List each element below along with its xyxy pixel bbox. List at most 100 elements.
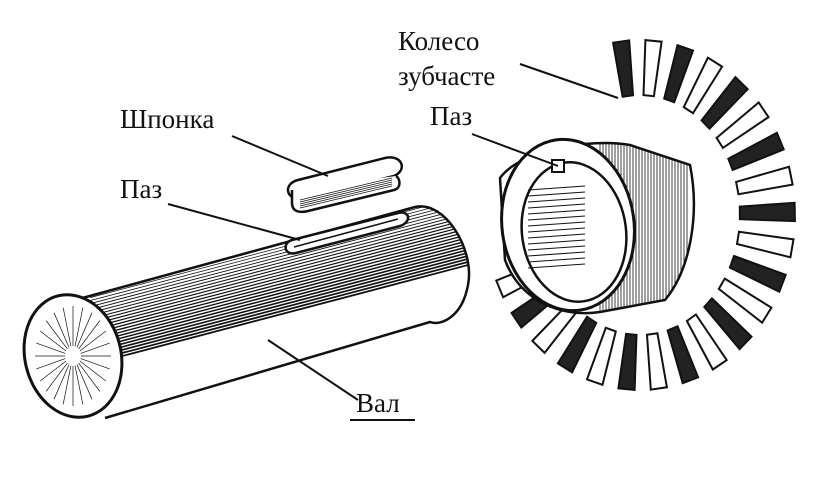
bore-hatch-line bbox=[527, 251, 586, 257]
gear-tooth bbox=[728, 254, 787, 294]
key-hatch-line bbox=[299, 185, 393, 209]
bevel-gear bbox=[494, 39, 796, 391]
end-face-ray bbox=[80, 342, 110, 354]
shaft-keyway-inner bbox=[293, 218, 399, 248]
key-hatch-line bbox=[299, 177, 393, 201]
shaft-hatch-line bbox=[89, 230, 470, 332]
end-face-ray bbox=[45, 362, 68, 392]
end-face-ray bbox=[78, 362, 101, 392]
gear-tooth bbox=[642, 39, 663, 98]
gear-tooth bbox=[611, 39, 635, 98]
key-shading bbox=[299, 177, 393, 209]
shaft bbox=[22, 205, 471, 420]
shaft-hatch-line bbox=[89, 251, 470, 354]
gear-bore-shading bbox=[527, 185, 586, 269]
gear-tooth bbox=[663, 43, 695, 104]
bore-hatch-line bbox=[527, 191, 586, 197]
shaft-end-face-texture bbox=[35, 306, 111, 406]
shaft-hatch-line bbox=[89, 257, 470, 360]
end-face-ray bbox=[39, 330, 67, 352]
shaft-hatch-line bbox=[89, 242, 470, 344]
shaft-hatch-line bbox=[89, 221, 470, 323]
bore-hatch-line bbox=[527, 197, 586, 203]
bore-hatch-line bbox=[527, 209, 586, 215]
label-gear-line2: зубчасте bbox=[398, 61, 496, 91]
bore-hatch-line bbox=[527, 239, 586, 245]
end-face-ray bbox=[76, 364, 93, 400]
gear-tooth bbox=[685, 313, 729, 371]
end-face-ray bbox=[62, 365, 72, 405]
key bbox=[286, 156, 404, 214]
bore-hatch-line bbox=[527, 185, 586, 191]
end-face-ray bbox=[79, 330, 107, 352]
leader-lines bbox=[167, 63, 619, 421]
shaft-hatch-line bbox=[89, 227, 470, 329]
shaft-hatch-line bbox=[89, 212, 470, 314]
bore-hatch-line bbox=[527, 227, 586, 233]
end-face-ray bbox=[53, 312, 70, 348]
gear-tooth bbox=[645, 332, 669, 391]
shaft-hatch-line bbox=[89, 260, 470, 363]
gear-tooth bbox=[738, 201, 796, 223]
end-face-ray bbox=[36, 358, 66, 370]
shaft-shading bbox=[89, 206, 470, 366]
end-face-ray bbox=[62, 307, 72, 347]
shaft-hatch-line bbox=[89, 263, 470, 366]
leader-shaft bbox=[267, 339, 359, 401]
shaft-body bbox=[74, 205, 471, 420]
bore-hatch-line bbox=[527, 245, 586, 251]
shaft-hatch-line bbox=[89, 224, 470, 326]
leader-gear bbox=[519, 63, 619, 99]
label-shaft: Вал bbox=[356, 388, 400, 418]
gear-tooth bbox=[585, 326, 617, 387]
gear-tooth bbox=[702, 296, 753, 351]
bore-hatch-line bbox=[527, 203, 586, 209]
bore-hatch-line bbox=[527, 263, 586, 269]
label-shaft-slot: Паз bbox=[120, 174, 163, 204]
shaft-hatch-line bbox=[89, 248, 470, 351]
gear-tooth bbox=[617, 332, 638, 391]
end-face-ray bbox=[78, 320, 101, 350]
key-hatch-line bbox=[299, 179, 393, 203]
shaft-hatch-line bbox=[89, 236, 470, 338]
shaft-hatch-line bbox=[89, 218, 470, 320]
shaft-end-face bbox=[22, 293, 124, 419]
bore-hatch-line bbox=[527, 233, 586, 239]
shaft-hatch-line bbox=[89, 209, 470, 311]
end-face-ray bbox=[76, 312, 93, 348]
end-face-ray bbox=[80, 358, 110, 370]
gear-tooth bbox=[715, 101, 770, 150]
key-hatch-line bbox=[299, 183, 393, 207]
end-face-ray bbox=[53, 364, 70, 400]
gear-tooth bbox=[735, 230, 795, 259]
end-face-ray bbox=[36, 342, 66, 354]
end-face-ray bbox=[39, 360, 67, 382]
shaft-hatch-line bbox=[89, 254, 470, 357]
bore-hatch-line bbox=[527, 215, 586, 221]
gear-tooth bbox=[700, 75, 750, 131]
gear-tooth bbox=[717, 277, 773, 325]
end-face-ray bbox=[45, 320, 68, 350]
gear-tooth bbox=[682, 56, 724, 115]
gear-tooth bbox=[734, 165, 794, 196]
label-gear-line1: Колесо bbox=[398, 26, 480, 56]
leader-key bbox=[231, 135, 329, 177]
end-face-ray bbox=[74, 307, 84, 347]
end-face-ray bbox=[79, 360, 107, 382]
bore-hatch-line bbox=[527, 221, 586, 227]
shaft-hatch-line bbox=[89, 233, 470, 335]
gear-tooth bbox=[727, 131, 786, 172]
gear-tooth bbox=[556, 315, 598, 374]
bore-hatch-line bbox=[527, 257, 586, 263]
end-face-ray bbox=[74, 365, 84, 405]
gear-tooth bbox=[666, 324, 700, 385]
leader-gear-slot bbox=[471, 133, 559, 167]
shaft-hatch-line bbox=[89, 239, 470, 341]
leader-shaft-slot bbox=[167, 203, 301, 241]
label-key: Шпонка bbox=[120, 104, 215, 134]
shaft-hatch-line bbox=[89, 245, 470, 347]
key-hatch-line bbox=[299, 181, 393, 205]
label-gear-slot: Паз bbox=[430, 101, 473, 131]
